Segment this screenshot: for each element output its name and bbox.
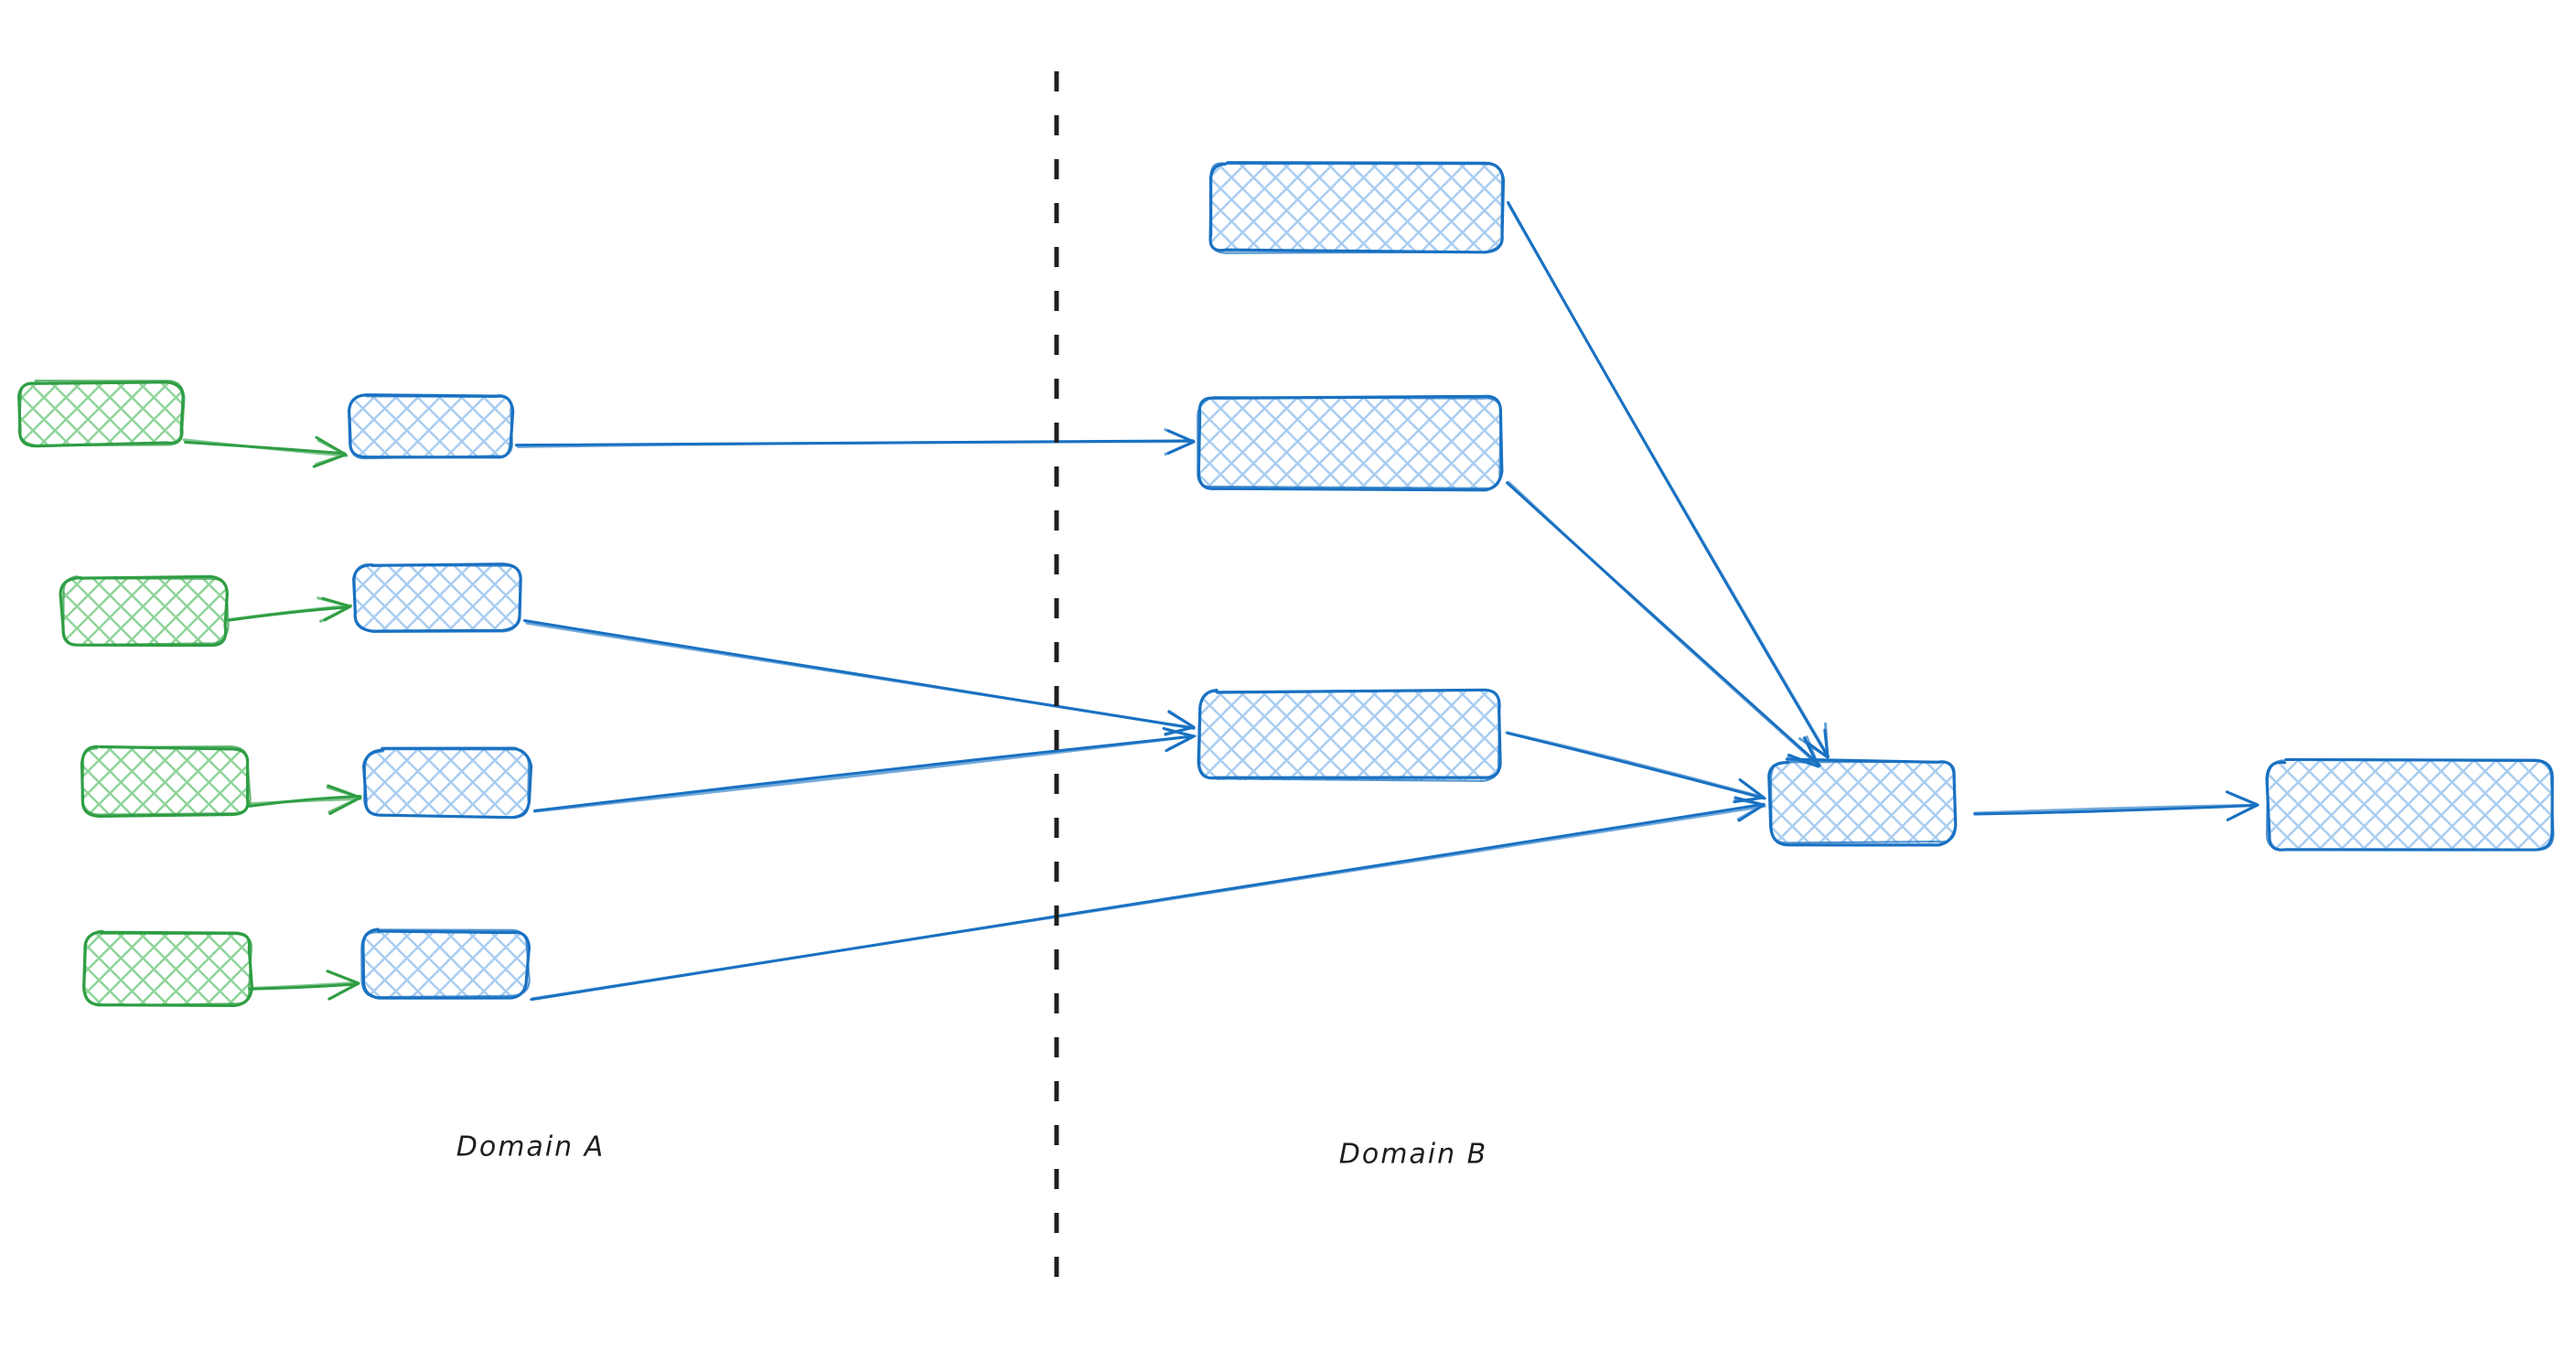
node-fill [2268, 760, 2553, 852]
node-outline [353, 563, 522, 633]
edge-line [1972, 803, 2259, 815]
node-fill [361, 929, 528, 998]
arrowhead-icon [1733, 778, 1766, 803]
node-a-stage-3[interactable] [362, 746, 533, 820]
arrowhead-icon [1164, 428, 1196, 456]
node-outline [62, 575, 230, 647]
edges-layer [182, 200, 2259, 1002]
node-fill [83, 932, 252, 1005]
edge-line [531, 804, 1766, 1001]
edge-line [249, 797, 362, 806]
node-fill [19, 381, 183, 445]
edge-edge-b4[interactable] [530, 796, 1766, 1002]
node-outline [1197, 396, 1502, 489]
edge-edge-c2[interactable] [1506, 480, 1821, 768]
edge-edge-a4[interactable] [248, 970, 360, 1001]
arrowhead-icon [317, 596, 352, 623]
nodes-layer [17, 161, 2555, 1008]
edge-line [1507, 480, 1820, 767]
edge-edge-a1[interactable] [182, 435, 349, 468]
edge-edge-c1[interactable] [1507, 200, 1830, 759]
edge-line [182, 438, 349, 457]
node-a-stage-4[interactable] [360, 927, 531, 1000]
node-fill [1768, 759, 1957, 843]
node-outline [17, 380, 186, 447]
node-b-node-2[interactable] [1197, 394, 1504, 492]
node-fill [1197, 395, 1500, 489]
arrowhead-icon [327, 970, 360, 1001]
node-outline [1198, 689, 1501, 782]
edge-line [516, 440, 1195, 448]
edge-line [532, 734, 1197, 813]
node-a-stage-1[interactable] [348, 393, 515, 460]
node-outline [1208, 162, 1503, 254]
node-fill [354, 563, 521, 631]
node-fill [61, 577, 228, 645]
node-fill [1208, 161, 1503, 252]
edge-edge-c3[interactable] [1505, 731, 1766, 804]
node-a-stage-2[interactable] [352, 563, 522, 633]
labels-layer: Domain A Domain B [456, 1131, 1488, 1171]
domain-b-label: Domain B [1339, 1139, 1488, 1171]
node-a-source-1[interactable] [17, 380, 186, 448]
arrowhead-icon [1787, 735, 1820, 768]
arrowhead-icon [315, 438, 348, 466]
node-outline [348, 393, 513, 460]
edge-edge-b3[interactable] [532, 726, 1197, 813]
node-outline [360, 928, 531, 999]
domain-a-label: Domain A [456, 1131, 605, 1163]
node-b-node-1[interactable] [1208, 161, 1506, 254]
node-a-source-4[interactable] [82, 929, 253, 1008]
node-outline [80, 745, 252, 816]
node-outline [2265, 758, 2555, 852]
node-fill [82, 746, 249, 816]
node-b-converge[interactable] [1767, 757, 1958, 847]
arrowhead-icon [1165, 728, 1196, 751]
node-outline [1769, 760, 1957, 844]
node-a-source-3[interactable] [80, 745, 252, 819]
node-b-output[interactable] [2265, 757, 2555, 852]
edge-edge-a3[interactable] [248, 784, 362, 815]
edge-line [226, 604, 353, 622]
node-fill [349, 393, 511, 458]
node-b-node-3[interactable] [1197, 688, 1502, 782]
node-outline [17, 381, 185, 448]
edge-line [525, 621, 1196, 730]
node-outline [362, 748, 531, 819]
node-outline [83, 930, 252, 1007]
node-a-source-2[interactable] [59, 574, 230, 648]
edge-edge-a2[interactable] [226, 596, 353, 623]
edge-edge-b1[interactable] [514, 428, 1196, 456]
node-fill [364, 749, 531, 817]
edge-line [1505, 731, 1766, 799]
edge-edge-b2[interactable] [522, 619, 1196, 736]
edge-edge-out[interactable] [1972, 790, 2259, 821]
edge-line [1507, 202, 1830, 758]
arrowhead-icon [2229, 792, 2259, 820]
edge-line [250, 981, 359, 990]
arrowhead-icon [326, 786, 362, 814]
node-fill [1198, 691, 1501, 781]
node-outline [1767, 757, 1958, 847]
